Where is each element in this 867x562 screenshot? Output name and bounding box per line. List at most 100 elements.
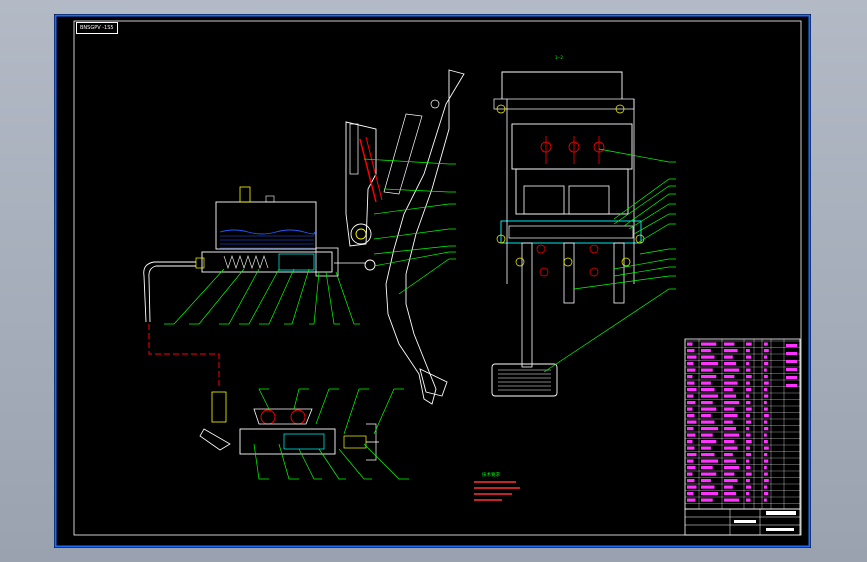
parts-list-entry [687,414,695,418]
parts-list-entry [687,394,694,398]
parts-list-entry [701,407,717,411]
parts-list-entry [701,362,719,366]
parts-list-entry [746,401,751,405]
parts-list-entry [764,407,768,411]
parts-list-entry [764,498,767,502]
parts-list-entry [724,342,735,346]
parts-list-entry [724,498,740,502]
parts-list-entry [687,388,697,392]
pedal-front-view [491,71,645,397]
drawing-sheet: 1--2 技术要求 [54,14,811,548]
parts-list-entry [687,407,693,411]
parts-list-entry [701,453,715,457]
parts-list-remark [786,368,797,371]
parts-list-entry [687,433,696,437]
parts-list-entry [724,401,740,405]
parts-list-entry [764,381,769,385]
parts-list-entry [764,459,769,463]
parts-list-entry [746,485,752,489]
parts-list-entry [764,375,768,379]
parts-list-entry [701,375,717,379]
parts-list-entry [764,394,769,398]
parts-list-entry [701,420,715,424]
parts-list-entry [687,498,696,502]
parts-list-entry [764,453,768,457]
parts-list-entry [701,485,715,489]
parts-list-entry [746,388,752,392]
parts-list-entry [746,446,750,450]
sheet-outer-border [54,14,811,548]
parts-list-entry [764,485,768,489]
parts-list-entry [724,349,738,353]
parts-list-entry [724,472,735,476]
parts-list-entry [764,401,767,405]
parts-list-remark [786,376,797,379]
parts-list-entry [701,479,711,483]
leader-lines-right [543,148,676,373]
parts-list-entry [746,466,751,470]
parts-list-entry [746,414,750,418]
parts-list-remark [786,384,797,387]
technical-notes: 技术要求 [474,471,520,501]
parts-list-entry [764,427,769,431]
parts-list-entry [701,498,713,502]
parts-list-entry [746,362,750,366]
parts-list-remark [786,352,797,355]
parts-list-entry [746,440,752,444]
parts-list-entry [701,472,717,476]
parts-list-entry [746,420,752,424]
parts-list-entry [724,368,740,372]
parts-list-entry [764,342,768,346]
leader-lines-left [164,158,456,480]
parts-list-entry [724,453,733,457]
parts-list-entry [746,381,750,385]
dimension-mark: 1--2 [555,55,563,60]
parts-list-entry [746,433,751,437]
parts-list-entry [746,407,752,411]
parts-list-entry [687,362,694,366]
parts-list-entry [687,459,694,463]
parts-list-entry [724,414,738,418]
parts-list-entry [687,355,697,359]
parts-list-entry [687,368,696,372]
parts-list-entry [746,342,752,346]
slave-cylinder [199,391,379,461]
parts-list-entry [701,349,711,353]
parts-list-entry [724,407,735,411]
notes-heading: 技术要求 [482,471,500,478]
sheet-inner-border [73,20,802,536]
drawing-canvas[interactable]: 1--2 技术要求 [54,14,811,548]
parts-list-entry [724,355,733,359]
parts-list-entry [701,355,715,359]
parts-list-entry [701,394,719,398]
parts-list-entry [724,375,735,379]
parts-list-entry [687,401,696,405]
pedal-side-view [334,69,465,405]
parts-list-entry [764,349,769,353]
parts-list-entry [746,394,750,398]
parts-list-remark [786,360,797,363]
parts-list-entry [701,459,719,463]
parts-list-entry [746,479,750,483]
parts-list-entry [746,375,752,379]
parts-list-entry [724,479,738,483]
parts-list-entry [746,349,750,353]
parts-list-entry [687,440,693,444]
parts-list-entry [764,446,769,450]
parts-list-entry [687,466,696,470]
parts-list-entry [687,349,695,353]
parts-list-entry [687,485,697,489]
parts-list-entry [687,427,694,431]
parts-list-entry [701,401,713,405]
parts-list-entry [701,388,715,392]
parts-list-entry [724,492,736,496]
parts-list-entry [724,433,740,437]
parts-list-entry [701,492,719,496]
parts-list-entry [764,466,767,470]
parts-list-entry [701,342,717,346]
parts-list-entry [764,388,768,392]
title-block [684,508,801,536]
master-cylinder [143,186,339,389]
parts-list-entry [701,446,711,450]
parts-list [684,338,801,510]
